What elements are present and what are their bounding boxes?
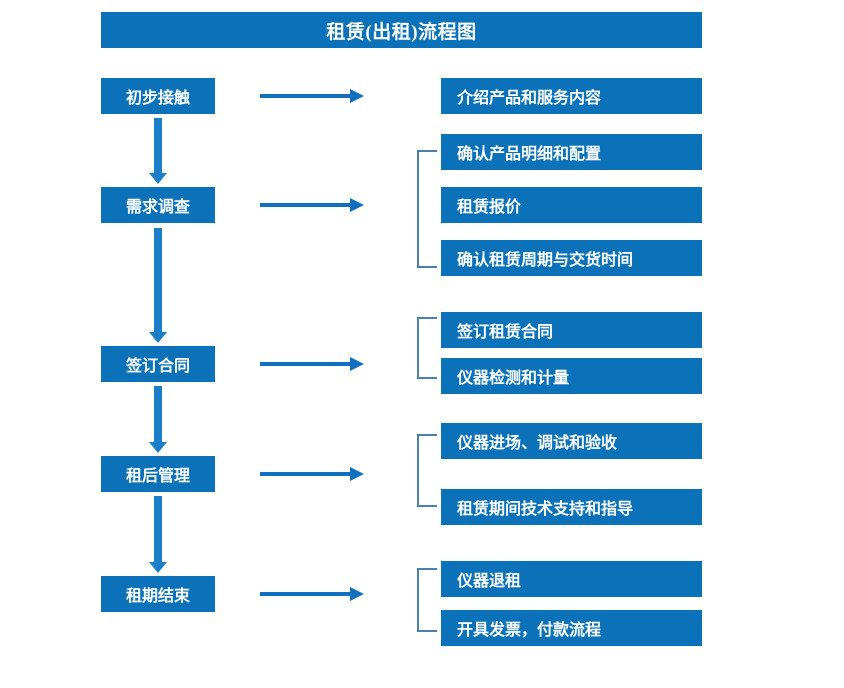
detail-box-2[interactable]: 确认产品明细和配置 <box>441 134 702 170</box>
group-bracket-3 <box>417 434 437 507</box>
stage-box-2[interactable]: 需求调查 <box>101 187 215 223</box>
detail-box-9[interactable]: 仪器退租 <box>441 561 702 597</box>
detail-box-5[interactable]: 签订租赁合同 <box>441 312 702 348</box>
detail-label-4: 确认租赁周期与交货时间 <box>457 252 634 269</box>
stage-label-5: 租期结束 <box>125 588 190 605</box>
detail-label-7: 仪器进场、调试和验收 <box>457 435 618 452</box>
stage-box-4[interactable]: 租后管理 <box>101 456 215 492</box>
detail-label-2: 确认产品明细和配置 <box>457 146 602 163</box>
detail-box-1[interactable]: 介绍产品和服务内容 <box>441 78 702 114</box>
down-arrow-icon-3 <box>149 386 167 453</box>
down-arrow-icon-1 <box>149 118 167 184</box>
detail-label-8: 租赁期间技术支持和指导 <box>457 501 634 518</box>
group-bracket-1 <box>417 150 437 268</box>
stage-label-2: 需求调查 <box>125 199 190 216</box>
detail-box-7[interactable]: 仪器进场、调试和验收 <box>441 423 702 459</box>
stage-label-4: 租后管理 <box>125 468 190 485</box>
stage-label-3: 签订合同 <box>125 358 190 375</box>
detail-label-3: 租赁报价 <box>457 199 522 216</box>
down-arrow-icon-4 <box>149 496 167 573</box>
down-arrow-icon-2 <box>149 228 167 343</box>
detail-label-1: 介绍产品和服务内容 <box>457 90 602 107</box>
detail-label-5: 签订租赁合同 <box>457 324 554 341</box>
detail-label-6: 仪器检测和计量 <box>457 370 570 387</box>
detail-label-10: 开具发票，付款流程 <box>457 622 602 639</box>
group-bracket-2 <box>417 317 437 379</box>
group-bracket-4 <box>417 568 437 632</box>
stage-label-1: 初步接触 <box>125 90 190 107</box>
detail-box-3[interactable]: 租赁报价 <box>441 187 702 223</box>
detail-box-6[interactable]: 仪器检测和计量 <box>441 358 702 394</box>
chart-title-bar: 租赁(出租)流程图 <box>101 12 702 48</box>
chart-title: 租赁(出租)流程图 <box>326 21 477 43</box>
stage-box-5[interactable]: 租期结束 <box>101 576 215 612</box>
detail-box-8[interactable]: 租赁期间技术支持和指导 <box>441 489 702 525</box>
stage-box-3[interactable]: 签订合同 <box>101 346 215 382</box>
stage-box-1[interactable]: 初步接触 <box>101 78 215 114</box>
detail-box-4[interactable]: 确认租赁周期与交货时间 <box>441 240 702 276</box>
detail-label-9: 仪器退租 <box>457 573 522 590</box>
detail-box-10[interactable]: 开具发票，付款流程 <box>441 610 702 646</box>
